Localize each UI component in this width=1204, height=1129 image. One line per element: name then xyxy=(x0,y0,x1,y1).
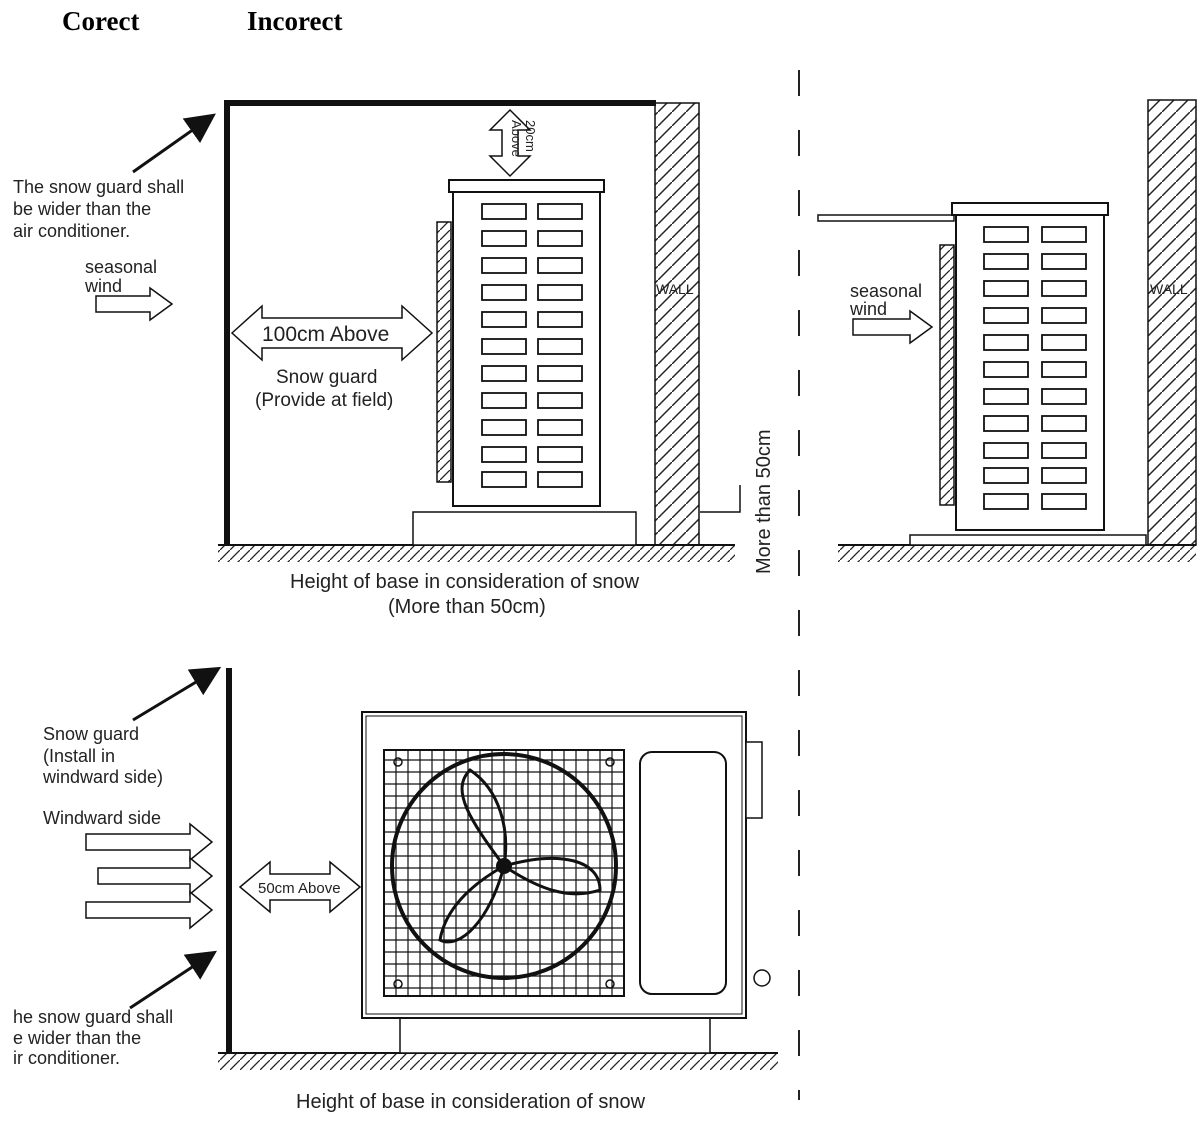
outdoor-unit-front xyxy=(361,711,771,1019)
windward-label: Windward side xyxy=(43,808,161,828)
guard-wider-line2: be wider than the xyxy=(13,199,151,219)
base-height-label: More than 50cm xyxy=(753,429,775,574)
clearance-arrow xyxy=(238,860,362,914)
ground-hatch xyxy=(218,546,735,562)
snow-guard-roof xyxy=(224,100,656,106)
snow-guard-label: Snow guard xyxy=(276,367,377,388)
top-left-panel: WALL More than 50cm xyxy=(13,100,775,618)
snow-guard-side xyxy=(224,100,230,546)
short-snow-guard xyxy=(817,214,955,222)
snow-guard-line3: windward side) xyxy=(42,767,163,787)
outdoor-unit-side xyxy=(436,179,605,507)
clearance-label: 50cm Above xyxy=(258,880,341,897)
pointer-arrow xyxy=(132,113,216,174)
snow-guard-line1: Snow guard xyxy=(43,724,139,744)
caption-line1: Height of base in consideration of snow xyxy=(296,1091,646,1113)
pointer-arrow xyxy=(132,666,222,722)
guard-wider-line2: e wider than the xyxy=(13,1028,141,1048)
caption-line1: Height of base in consideration of snow xyxy=(290,571,640,593)
base-height-dim xyxy=(700,485,741,513)
top-clearance-label: 20cm Above xyxy=(509,120,538,157)
wind-label-line1: seasonal xyxy=(85,257,157,277)
wind-label-line2: wind xyxy=(849,299,887,319)
unit-base xyxy=(412,511,637,546)
side-clearance-label: 100cm Above xyxy=(262,323,389,346)
snow-guard-note: (Provide at field) xyxy=(255,390,393,411)
wind-label-line2: wind xyxy=(84,276,122,296)
correct-header: Corect xyxy=(62,6,140,36)
pointer-arrow-2 xyxy=(129,950,218,1010)
wall-label: WALL xyxy=(656,281,694,297)
unit-base xyxy=(399,1017,711,1054)
svg-text:20cm: 20cm xyxy=(523,120,538,152)
guard-wider-line3: air conditioner. xyxy=(13,221,130,241)
guard-wider-line1: he snow guard shall xyxy=(13,1007,173,1027)
ground-hatch xyxy=(838,546,1196,562)
incorrect-header: Incorect xyxy=(247,6,343,36)
bottom-panel: 50cm Above Snow guard (Install in windwa… xyxy=(13,666,778,1113)
snow-guard-side xyxy=(226,668,232,1053)
wall xyxy=(654,102,700,546)
guard-wider-line3: ir conditioner. xyxy=(13,1048,120,1068)
wind-arrow-2 xyxy=(97,856,214,896)
wind-arrow-1 xyxy=(85,822,214,862)
top-clearance-arrow xyxy=(488,108,532,178)
snow-guard-line2: (Install in xyxy=(43,746,115,766)
guard-wider-line1: The snow guard shall xyxy=(13,177,184,197)
wind-arrow xyxy=(852,309,934,345)
wall-label: WALL xyxy=(1150,281,1188,297)
outdoor-unit-side xyxy=(939,202,1109,531)
wind-label-line1: seasonal xyxy=(850,281,922,301)
unit-base xyxy=(909,534,1147,546)
wind-arrow-3 xyxy=(85,890,214,930)
side-clearance-arrow xyxy=(230,304,434,362)
ground-hatch xyxy=(218,1054,778,1070)
wind-arrow xyxy=(95,286,174,322)
caption-line2: (More than 50cm) xyxy=(388,596,546,618)
svg-text:Above: Above xyxy=(509,120,524,157)
wall xyxy=(1147,99,1197,546)
top-right-panel: WALL seasonal wind xyxy=(817,99,1197,562)
